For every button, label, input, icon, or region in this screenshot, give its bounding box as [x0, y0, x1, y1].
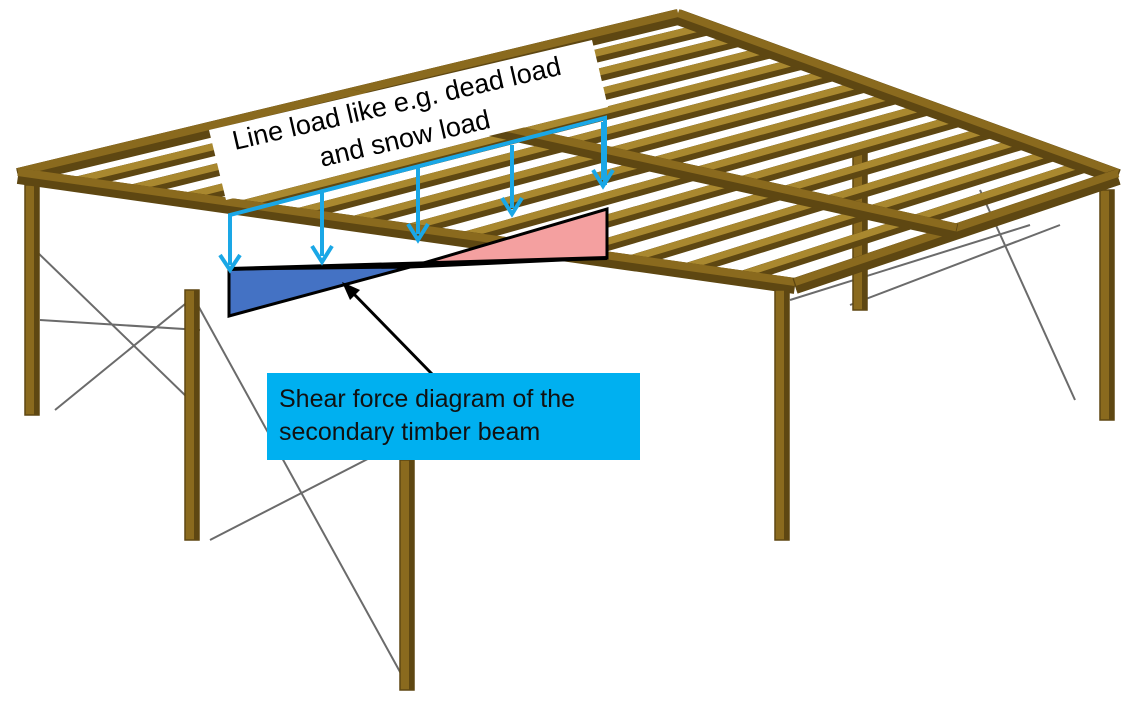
post-left-shade: [34, 185, 39, 415]
post-front-shade: [409, 460, 414, 690]
beam-back-right-top: [676, 9, 1120, 177]
load-arrow-head: [500, 196, 524, 218]
callout-pointer-arrow: [342, 282, 434, 376]
load-arrow-head: [310, 244, 334, 266]
front-timber-posts: [184, 289, 790, 691]
post-front-right-shade: [784, 290, 789, 540]
shear-diagram-callout: Shear force diagram of the secondary tim…: [267, 373, 640, 460]
load-label-background: [209, 40, 608, 200]
load-arrow-head: [218, 253, 242, 274]
bracing-cable: [789, 224, 1031, 301]
post-front-mid-shade: [194, 290, 199, 540]
bracing-cable: [849, 224, 1061, 306]
post-right-shade: [1109, 190, 1114, 420]
bracing-cable: [194, 299, 411, 691]
load-arrow-head: [406, 222, 430, 244]
beam-front-left-top: [17, 168, 796, 286]
shear-diagram-positive: [227, 265, 411, 318]
line-load-arrows: [218, 115, 615, 274]
shear-callout-line2: secondary timber beam: [279, 418, 541, 446]
load-arrow-head: [591, 168, 615, 190]
shear-diagram-baseline: [228, 256, 608, 271]
post-back-right-shade: [862, 150, 867, 310]
bracing-cable: [54, 299, 191, 411]
shear-callout-line1: Shear force diagram of the: [279, 385, 575, 413]
bracing-cable: [209, 444, 396, 541]
bracing-cable: [39, 319, 201, 331]
